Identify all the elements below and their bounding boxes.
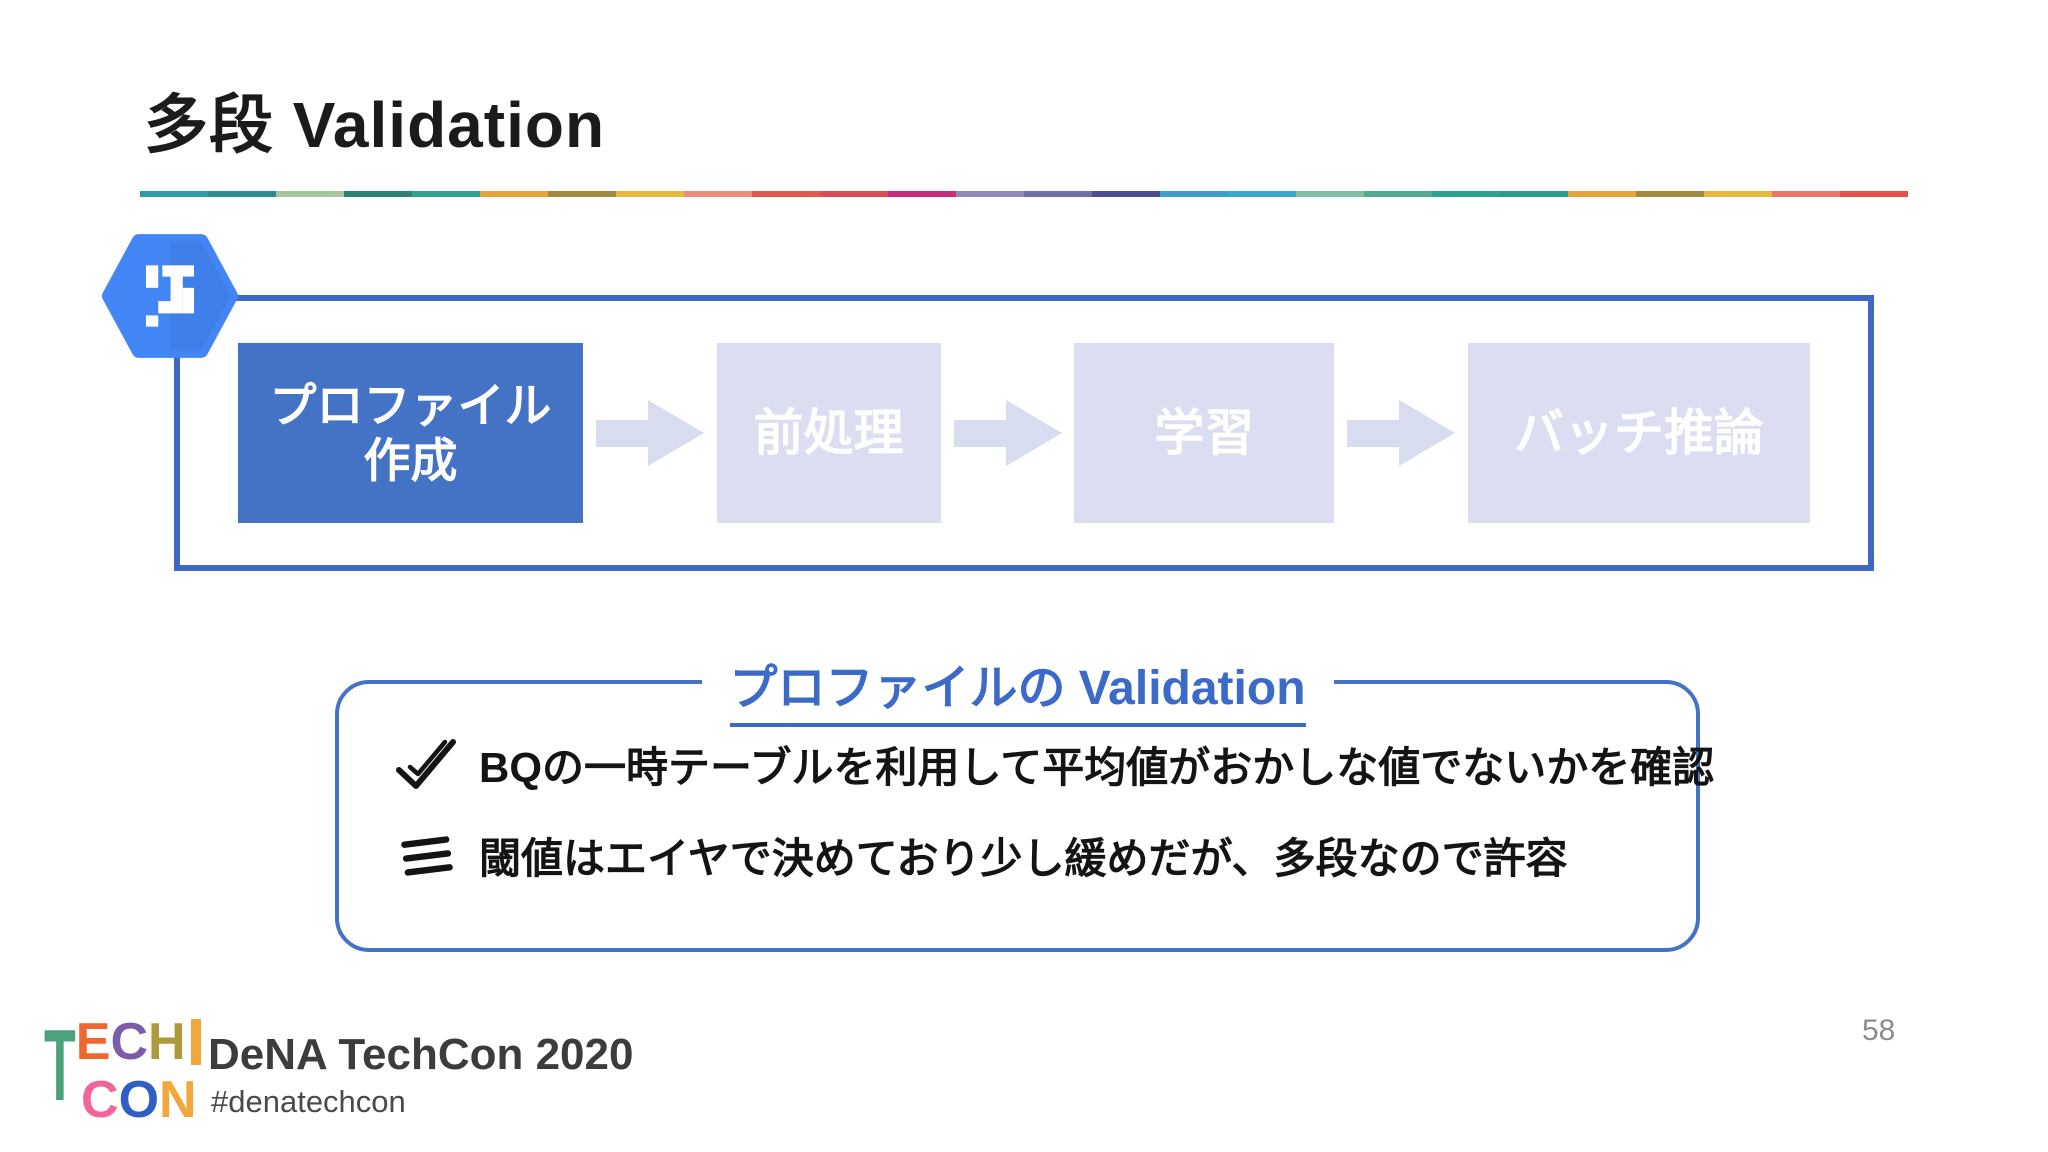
page-number: 58 <box>1862 1014 1896 1047</box>
check-icon <box>391 735 463 795</box>
page-title: 多段 Validation <box>144 89 606 161</box>
callout-item-threshold: 閾値はエイヤで決めており少し緩めだが、多段なので許容 <box>391 825 1656 886</box>
triple-bar-icon <box>391 832 463 880</box>
pipeline-step-profile: プロファイル 作成 <box>238 343 583 523</box>
pipeline-gap <box>583 400 717 466</box>
flow-arrow-icon <box>595 400 704 466</box>
flow-arrow-icon <box>1347 400 1456 466</box>
callout-item-text: BQの一時テーブルを利用して平均値がおかしな値でないかを確認 <box>479 744 1715 791</box>
pipeline-step-batch-inference: バッチ推論 <box>1468 343 1811 523</box>
pipeline-diagram: プロファイル 作成 前処理 学習 バッチ推論 <box>174 295 1874 571</box>
callout-item-text: 閾値はエイヤで決めており少し緩めだが、多段なので許容 <box>479 835 1568 882</box>
flow-arrow-icon <box>953 400 1062 466</box>
callout-item-check: BQの一時テーブルを利用して平均値がおかしな値でないかを確認 <box>391 734 1714 795</box>
callout-body: BQの一時テーブルを利用して平均値がおかしな値でないかを確認 閾値はエイヤで決め… <box>339 684 1714 886</box>
event-hashtag: #denatechcon <box>211 1084 406 1119</box>
pipeline-gap <box>941 400 1075 466</box>
event-name: DeNA TechCon 2020 <box>208 1030 634 1079</box>
pipeline-gap <box>1334 400 1468 466</box>
digdag-hexagon-icon <box>101 233 239 359</box>
pipeline-step-preprocess: 前処理 <box>716 343 941 523</box>
pipeline-step-train: 学習 <box>1074 343 1335 523</box>
validation-callout: プロファイルの Validation BQの一時テーブルを利用して平均値がおかし… <box>335 648 1714 952</box>
callout-title: プロファイルの Validation <box>701 648 1334 727</box>
divider-line <box>140 191 1908 197</box>
